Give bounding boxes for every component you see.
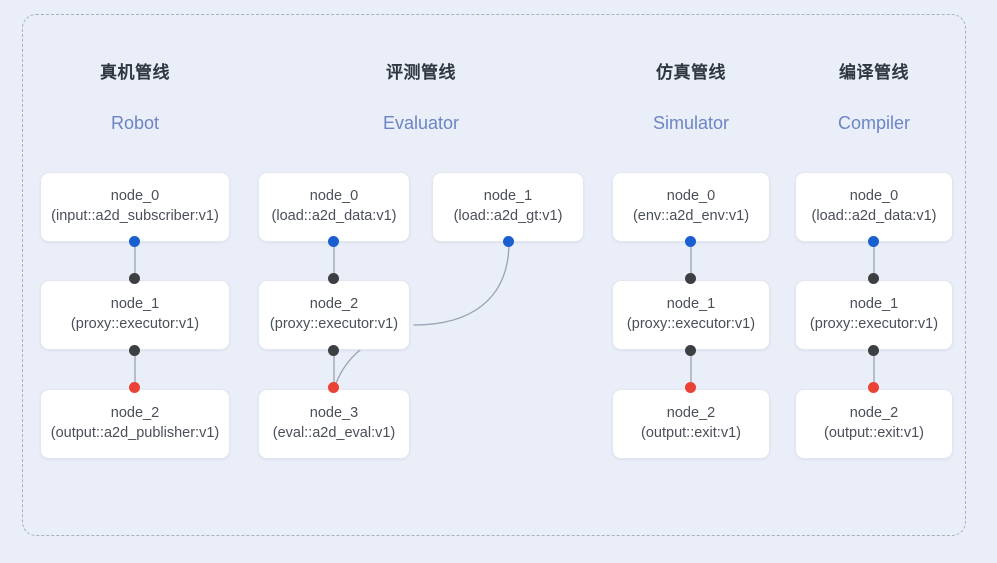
node-evaluator-2[interactable]: node_2 (proxy::executor:v1)	[258, 280, 410, 350]
column-title-en: Compiler	[837, 113, 911, 133]
node-simulator-2[interactable]: node_2 (output::exit:v1)	[612, 389, 770, 459]
node-spec: (proxy::executor:v1)	[269, 316, 399, 332]
port-simulator-1-in[interactable]	[685, 273, 696, 284]
port-compiler-1-in[interactable]	[868, 273, 879, 284]
column-header-compiler: 编译管线 Compiler	[799, 64, 949, 132]
node-simulator-1[interactable]: node_1 (proxy::executor:v1)	[612, 280, 770, 350]
node-id: node_2	[110, 405, 160, 422]
node-id: node_1	[666, 296, 716, 313]
port-evaluator-2-in[interactable]	[328, 273, 339, 284]
node-id: node_0	[309, 188, 359, 205]
node-compiler-0[interactable]: node_0 (load::a2d_data:v1)	[795, 172, 953, 242]
node-evaluator-3[interactable]: node_3 (eval::a2d_eval:v1)	[258, 389, 410, 459]
port-simulator-0-out[interactable]	[685, 236, 696, 247]
column-title-cn: 编译管线	[839, 63, 909, 82]
column-title-cn: 真机管线	[100, 63, 170, 82]
column-header-robot: 真机管线 Robot	[60, 64, 210, 132]
node-simulator-0[interactable]: node_0 (env::a2d_env:v1)	[612, 172, 770, 242]
node-id: node_2	[666, 405, 716, 422]
node-spec: (proxy::executor:v1)	[626, 316, 756, 332]
column-title-en: Evaluator	[382, 113, 460, 133]
port-evaluator-1-out[interactable]	[503, 236, 514, 247]
node-id: node_0	[110, 188, 160, 205]
node-spec: (proxy::executor:v1)	[809, 316, 939, 332]
node-spec: (output::exit:v1)	[824, 425, 924, 441]
port-evaluator-2-out[interactable]	[328, 345, 339, 356]
node-evaluator-1[interactable]: node_1 (load::a2d_gt:v1)	[432, 172, 584, 242]
port-simulator-2-in[interactable]	[685, 382, 696, 393]
port-robot-2-in[interactable]	[129, 382, 140, 393]
column-title-cn: 评测管线	[386, 63, 456, 82]
node-id: node_3	[309, 405, 359, 422]
edge-eval-executor-to-eval	[334, 349, 361, 387]
node-robot-2[interactable]: node_2 (output::a2d_publisher:v1)	[40, 389, 230, 459]
node-spec: (proxy::executor:v1)	[70, 316, 200, 332]
node-evaluator-0[interactable]: node_0 (load::a2d_data:v1)	[258, 172, 410, 242]
column-title-en: Robot	[110, 113, 160, 133]
node-id: node_0	[849, 188, 899, 205]
node-spec: (load::a2d_data:v1)	[271, 208, 397, 224]
edge-eval-gt-to-executor	[413, 241, 510, 326]
node-spec: (output::a2d_publisher:v1)	[50, 425, 220, 441]
node-compiler-1[interactable]: node_1 (proxy::executor:v1)	[795, 280, 953, 350]
port-robot-1-out[interactable]	[129, 345, 140, 356]
port-evaluator-0-out[interactable]	[328, 236, 339, 247]
node-spec: (input::a2d_subscriber:v1)	[51, 208, 219, 224]
node-id: node_1	[110, 296, 160, 313]
node-id: node_0	[666, 188, 716, 205]
node-compiler-2[interactable]: node_2 (output::exit:v1)	[795, 389, 953, 459]
node-id: node_2	[849, 405, 899, 422]
port-compiler-2-in[interactable]	[868, 382, 879, 393]
node-spec: (env::a2d_env:v1)	[632, 208, 750, 224]
node-id: node_2	[309, 296, 359, 313]
node-id: node_1	[849, 296, 899, 313]
node-spec: (output::exit:v1)	[641, 425, 741, 441]
column-title-en: Simulator	[652, 113, 730, 133]
node-spec: (load::a2d_data:v1)	[811, 208, 937, 224]
port-evaluator-3-in[interactable]	[328, 382, 339, 393]
node-id: node_1	[483, 188, 533, 205]
node-spec: (load::a2d_gt:v1)	[453, 208, 563, 224]
node-robot-1[interactable]: node_1 (proxy::executor:v1)	[40, 280, 230, 350]
column-header-simulator: 仿真管线 Simulator	[616, 64, 766, 132]
column-title-cn: 仿真管线	[656, 63, 726, 82]
port-compiler-1-out[interactable]	[868, 345, 879, 356]
port-simulator-1-out[interactable]	[685, 345, 696, 356]
node-spec: (eval::a2d_eval:v1)	[272, 425, 396, 441]
column-header-evaluator: 评测管线 Evaluator	[346, 64, 496, 132]
port-robot-1-in[interactable]	[129, 273, 140, 284]
port-robot-0-out[interactable]	[129, 236, 140, 247]
node-robot-0[interactable]: node_0 (input::a2d_subscriber:v1)	[40, 172, 230, 242]
port-compiler-0-out[interactable]	[868, 236, 879, 247]
